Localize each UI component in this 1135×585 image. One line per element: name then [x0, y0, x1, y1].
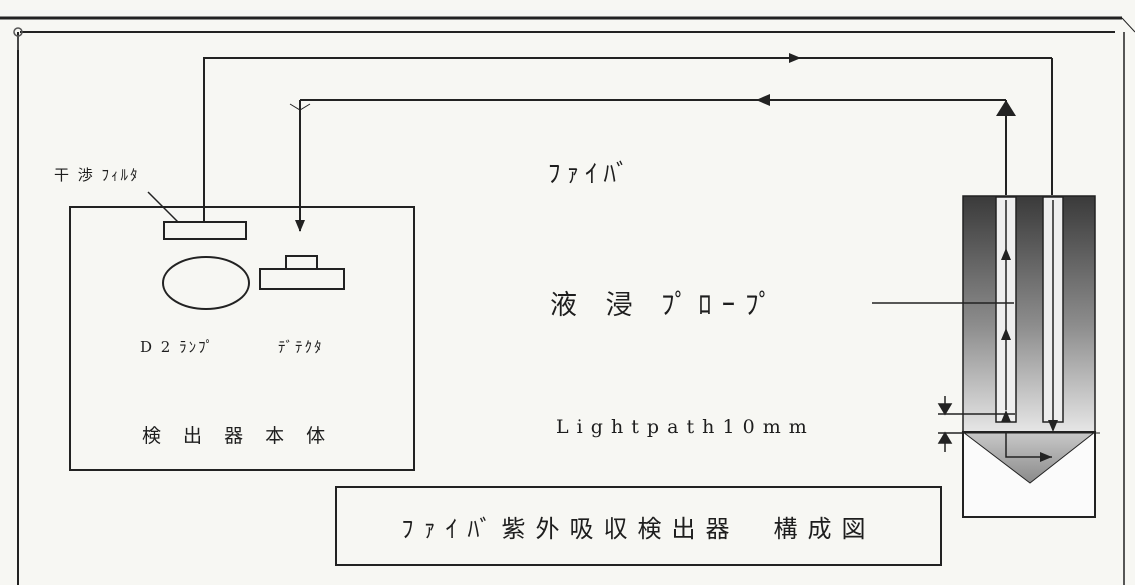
detector-body-label: 検 出 器 本 体 — [142, 425, 334, 447]
fiber-outgoing — [203, 53, 1053, 222]
title-box: ﾌｧｲﾊﾞ紫外吸収検出器 構成図 — [335, 486, 942, 566]
light-path-dimension — [937, 396, 1015, 452]
d2-lamp-shape — [162, 256, 250, 310]
frame-border — [0, 16, 1135, 585]
filter-leader-line — [147, 191, 179, 223]
immersion-probe-label: 液 浸 ﾌﾟﾛｰﾌﾟ — [550, 290, 783, 321]
interference-filter-label: 干 渉 ﾌｨﾙﾀ — [54, 166, 140, 184]
diagram-title: ﾌｧｲﾊﾞ紫外吸収検出器 構成図 — [401, 514, 876, 543]
light-path-label: L i g h t p a t h 1 0 m m — [556, 416, 808, 438]
interference-filter-box — [163, 221, 247, 240]
d2-lamp-label: D 2 ﾗﾝﾌﾟ — [140, 338, 216, 356]
pin-icon — [13, 27, 23, 50]
detector-body-box — [69, 206, 415, 471]
detector-box — [259, 268, 345, 290]
fiber-label: ﾌｧｲﾊﾞ — [548, 159, 635, 188]
detector-label: ﾃﾞﾃｸﾀ — [278, 338, 324, 356]
fiber-return — [295, 99, 1007, 232]
immersion-probe — [940, 195, 1100, 518]
detector-top — [285, 255, 318, 270]
